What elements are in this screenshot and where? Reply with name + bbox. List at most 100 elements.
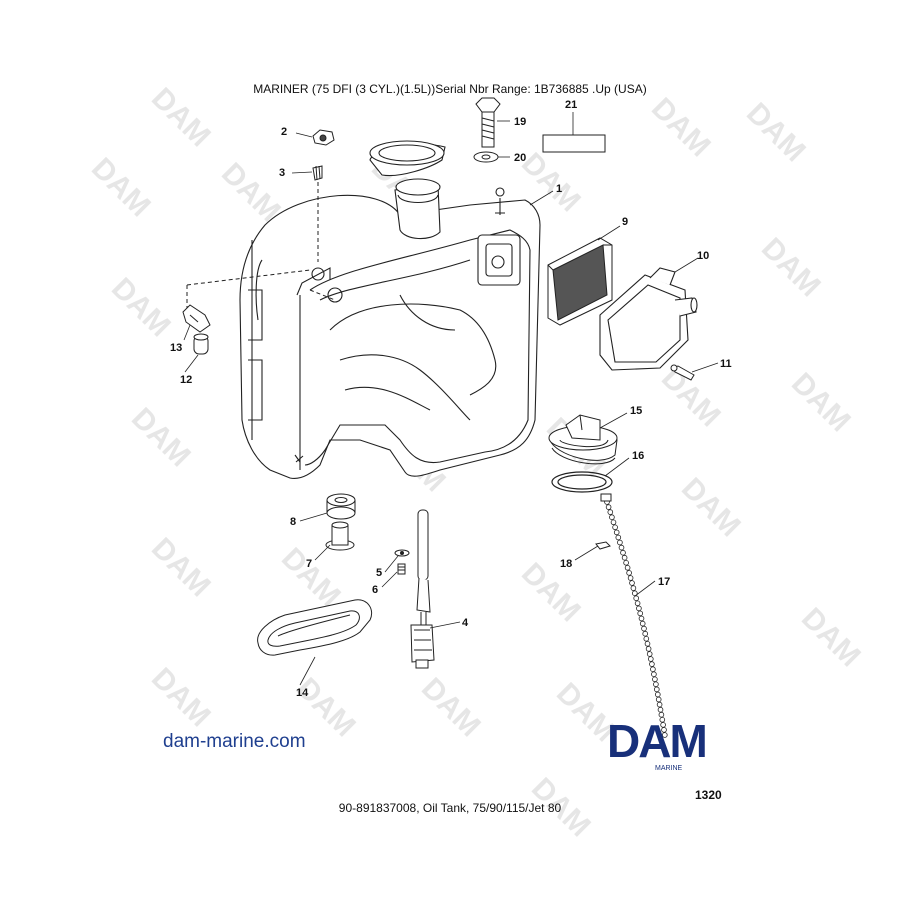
chain-bead — [605, 504, 612, 510]
chain-bead — [634, 600, 641, 607]
chain-bead — [630, 585, 637, 591]
chain-bead — [651, 671, 657, 677]
watermark: DAM — [515, 557, 587, 629]
chain-bead — [652, 676, 658, 683]
callout-14: 14 — [296, 687, 309, 699]
chain-bead — [653, 686, 660, 693]
screw-part-6 — [397, 563, 406, 575]
watermark: DAM — [125, 402, 197, 474]
callout-3: 3 — [279, 167, 285, 179]
chain-bead — [650, 666, 656, 672]
chain-bead — [620, 549, 626, 556]
watermark: DAM — [415, 672, 487, 744]
chain-bead — [624, 564, 631, 571]
chain-bead — [636, 605, 642, 612]
page-title: MARINER (75 DFI (3 CYL.)(1.5L))Serial Nb… — [253, 82, 647, 96]
dam-logo-text: DAM — [607, 715, 706, 767]
chain-part-17 — [604, 499, 668, 738]
chain-bead — [661, 727, 667, 733]
callout-21: 21 — [565, 99, 577, 111]
callout-2: 2 — [281, 126, 287, 138]
chain-bead — [661, 732, 668, 738]
chain-bead — [607, 509, 614, 515]
chain-bead — [638, 615, 645, 622]
chain-bead — [613, 529, 620, 536]
oring-part-16 — [551, 471, 613, 493]
callout-4: 4 — [462, 617, 469, 629]
dam-logo: DAM MARINE — [607, 715, 708, 772]
chain-bead — [641, 625, 647, 632]
chain-bead — [618, 544, 625, 551]
callout-10: 10 — [697, 250, 709, 262]
cap-part-15 — [548, 414, 618, 465]
leader-lines — [183, 112, 719, 686]
chain-bead — [631, 590, 638, 596]
chain-bead — [654, 691, 661, 698]
callouts: 1 2 3 4 5 6 7 8 9 10 11 12 13 14 15 16 1… — [170, 99, 732, 699]
chain-bead — [655, 696, 662, 703]
watermark: DAM — [85, 152, 157, 224]
chain-bead — [645, 646, 652, 652]
chain-bead — [609, 514, 615, 520]
chain-bead — [659, 716, 666, 723]
filler-neck — [369, 140, 446, 240]
nut-part-2 — [312, 129, 335, 146]
chain-bead — [626, 570, 632, 576]
chain-bead — [658, 711, 665, 718]
tray-part-14 — [257, 599, 373, 656]
watermark: DAM — [645, 92, 717, 164]
watermark: DAM — [275, 542, 347, 614]
chain-bead — [627, 575, 634, 581]
callout-6: 6 — [372, 584, 378, 596]
chain-bead — [610, 519, 617, 526]
alignment-lines — [186, 182, 336, 310]
callout-15: 15 — [630, 405, 642, 417]
callout-12: 12 — [180, 374, 192, 386]
watermark: DAM — [105, 272, 177, 344]
chain-bead — [642, 630, 648, 637]
callout-11: 11 — [720, 358, 732, 370]
chain-bead — [617, 539, 623, 546]
watermark: DAM — [145, 662, 217, 734]
washer-part-20 — [473, 151, 499, 163]
watermark: DAM — [755, 232, 827, 304]
chain-bead — [649, 661, 655, 667]
watermark: DAM — [145, 532, 217, 604]
dam-logo-subtext: MARINE — [655, 765, 683, 772]
watermark: DAM — [655, 362, 727, 434]
callout-18: 18 — [560, 558, 572, 570]
washer-part-5 — [394, 549, 410, 557]
website-link[interactable]: dam-marine.com — [163, 731, 306, 752]
callout-9: 9 — [622, 216, 628, 228]
bolt-part-19 — [475, 97, 501, 148]
chain-bead — [623, 559, 629, 566]
fitting-part-13 — [182, 304, 211, 333]
diagram-caption: 90-891837008, Oil Tank, 75/90/115/Jet 80 — [338, 801, 562, 815]
callout-20: 20 — [514, 152, 526, 164]
grommet-part-8 — [326, 493, 356, 520]
callout-13: 13 — [170, 342, 182, 354]
watermark-layer: DAM DAM DAM DAM DAM DAM DAM DAM DAM DAM … — [85, 82, 867, 844]
chain-bead — [647, 656, 654, 662]
chain-bead — [646, 651, 653, 657]
chain-clip — [600, 493, 612, 502]
chain-bead — [629, 580, 635, 586]
callout-16: 16 — [632, 450, 644, 462]
oil-tank — [239, 187, 541, 479]
chain-bead — [653, 681, 659, 688]
chain-bead — [657, 706, 664, 713]
callout-8: 8 — [290, 516, 296, 528]
screw-part-11 — [670, 364, 695, 381]
chain-bead — [633, 595, 639, 601]
callout-5: 5 — [376, 567, 382, 579]
callout-19: 19 — [514, 116, 526, 128]
housing-part-10 — [599, 267, 698, 371]
chain-bead — [621, 554, 628, 561]
cap-part-12 — [193, 333, 209, 355]
chain-bead — [615, 534, 622, 541]
filter-part-9 — [547, 237, 613, 326]
bushing-part-7 — [325, 521, 355, 551]
sensor-part-4 — [410, 509, 435, 669]
callout-17: 17 — [658, 576, 670, 588]
